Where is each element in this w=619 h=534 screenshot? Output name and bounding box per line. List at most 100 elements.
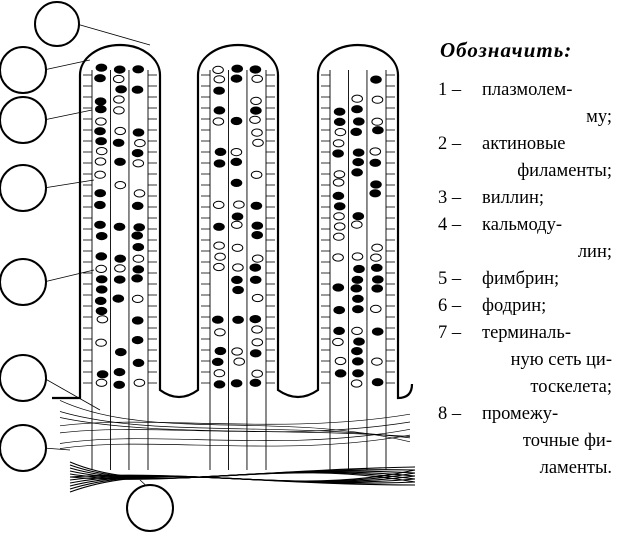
villin-dot	[131, 149, 144, 158]
fimbrin-dot	[249, 115, 261, 124]
villin-dot	[113, 222, 126, 231]
villin-dot	[112, 138, 125, 147]
villin-dot	[214, 147, 227, 156]
villin-dot	[95, 105, 107, 114]
legend-item-line: терминаль-	[482, 323, 571, 343]
fimbrin-dot	[232, 263, 244, 272]
villin-dot	[352, 158, 365, 167]
fimbrin-dot	[95, 378, 108, 387]
villin-dot	[352, 148, 365, 157]
fimbrin-dot	[114, 264, 126, 273]
villin-dot	[334, 369, 347, 378]
fimbrin-dot	[133, 378, 146, 387]
legend-item-line: му;	[586, 107, 612, 127]
legend-item-number: 1 –	[438, 80, 462, 100]
fimbrin-dot	[132, 159, 145, 168]
legend-item-line: лин;	[577, 242, 612, 262]
legend-item-number: 4 –	[438, 215, 462, 235]
legend-item-line: промежу-	[482, 404, 559, 424]
villin-dot	[113, 380, 125, 389]
legend-item-text: виллин;	[482, 185, 616, 212]
villin-dot	[249, 263, 262, 272]
label-circle	[0, 258, 47, 306]
villin-dot	[350, 127, 363, 136]
fimbrin-dot	[333, 170, 346, 179]
fimbrin-dot	[94, 157, 107, 166]
villin-dot	[95, 137, 107, 146]
villin-dot	[113, 368, 126, 377]
villin-dot	[133, 223, 145, 232]
legend-item-text: терминаль-ную сеть ци-тоскелета;	[482, 320, 616, 401]
villin-dot	[114, 157, 126, 166]
villin-dot	[352, 357, 364, 366]
villin-dot	[95, 306, 108, 316]
fimbrin-dot	[212, 200, 225, 209]
villin-dot	[372, 126, 384, 135]
fimbrin-dot	[134, 139, 146, 148]
terminal-web-fiber	[59, 417, 411, 437]
villin-dot	[95, 252, 108, 261]
legend-title: Обозначить:	[440, 38, 573, 62]
villin-dot	[249, 65, 262, 74]
villin-dot	[332, 149, 344, 158]
villin-dot	[352, 294, 364, 303]
villin-dot	[371, 378, 384, 387]
villin-dot	[94, 296, 107, 305]
legend-item-line: точные фи-	[522, 431, 612, 451]
villin-dot	[352, 305, 364, 314]
villin-dot	[231, 275, 243, 284]
villin-dot	[94, 220, 106, 229]
villin-dot	[230, 379, 243, 388]
fimbrin-dot	[95, 147, 108, 156]
microvilli	[52, 43, 414, 470]
terminal-web-fiber	[59, 413, 411, 427]
villin-dot	[131, 274, 143, 283]
fimbrin-dot	[251, 325, 263, 334]
fimbrin-dot	[371, 243, 383, 252]
villin-dot	[351, 275, 364, 284]
fimbrin-dot	[371, 357, 383, 366]
fimbrin-dot	[231, 243, 244, 252]
fimbrin-dot	[114, 126, 126, 136]
pointer-line	[76, 23, 151, 46]
legend-item-line: ную сеть ци-	[510, 350, 612, 370]
plasmalemma-outline	[52, 43, 414, 400]
villin-dot	[353, 264, 365, 274]
label-pointers	[43, 23, 171, 509]
fimbrin-dot	[96, 315, 109, 324]
terminal-web-fiber	[59, 411, 411, 439]
legend-item-number: 2 –	[438, 134, 462, 154]
villin-dot	[232, 285, 244, 295]
villin-dot	[230, 74, 243, 83]
villin-dot	[94, 189, 106, 198]
legend-item-number: 7 –	[438, 323, 462, 343]
fimbrin-dot	[233, 200, 245, 209]
legend-item-text: фодрин;	[482, 293, 616, 320]
villin-dot	[94, 200, 106, 210]
villin-dot	[95, 275, 108, 284]
fimbrin-dot	[332, 253, 344, 262]
intermediate-filament	[69, 474, 416, 486]
fimbrin-dot	[251, 369, 264, 378]
terminal-web-fiber	[59, 421, 411, 434]
villin-dot	[333, 117, 346, 127]
fimbrin-dot	[250, 96, 262, 106]
legend-item-text: фимбрин;	[482, 266, 616, 293]
legend-item-3: 3 –виллин;	[436, 185, 616, 212]
villin-dot	[333, 326, 345, 335]
fimbrin-dot	[252, 138, 264, 147]
legend-item-line: актиновые	[482, 134, 566, 154]
legend-item-5: 5 –фимбрин;	[436, 266, 616, 293]
villin-dot	[112, 294, 125, 303]
villin-dot	[353, 337, 365, 346]
fimbrin-dot	[213, 369, 226, 378]
fimbrin-dot	[350, 379, 363, 388]
fimbrin-dot	[94, 170, 106, 179]
label-circle	[0, 46, 47, 94]
villin-dot	[251, 231, 264, 240]
villin-dot	[132, 265, 145, 274]
villin-dot	[131, 231, 143, 240]
